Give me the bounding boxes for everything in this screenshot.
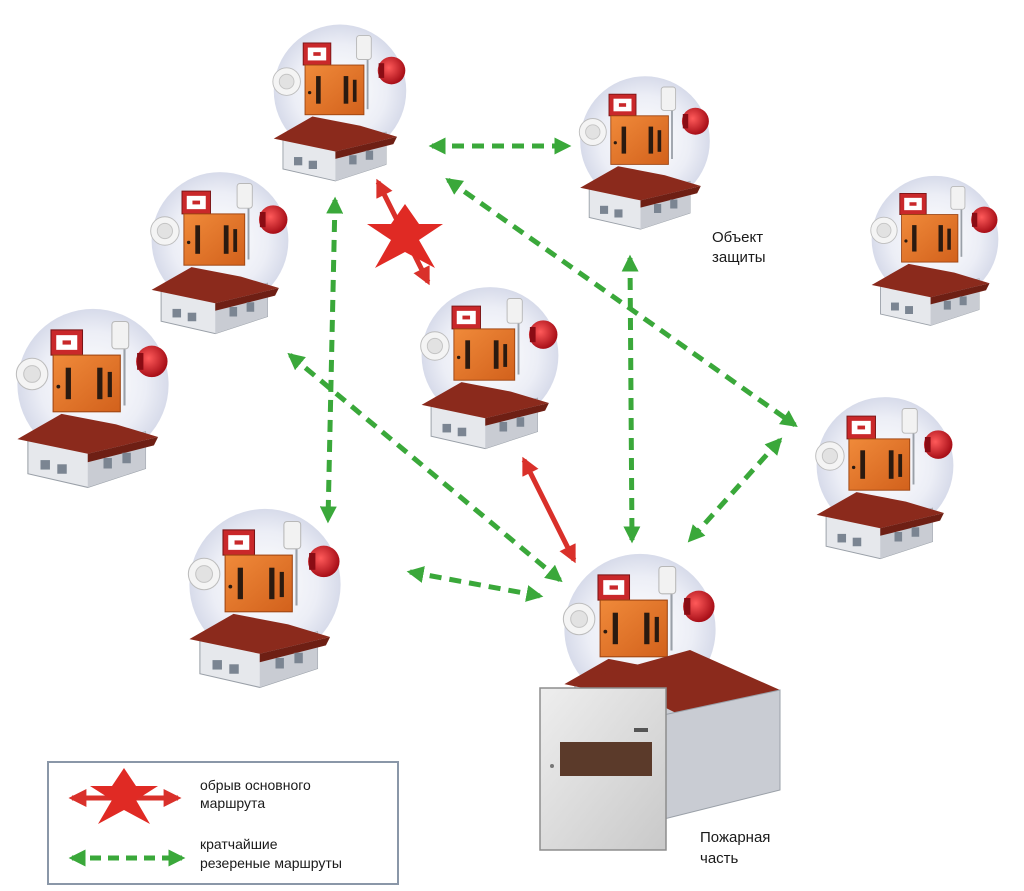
node-far-right [869, 174, 1000, 327]
route-top-center-bottom-left [319, 196, 344, 524]
node-left-middle [15, 307, 170, 489]
label-protected-object: Объект защиты [712, 229, 766, 266]
route-center-fire-station [521, 456, 577, 564]
route-bottom-left-fire-station [406, 566, 544, 602]
svg-text:кратчайшие: кратчайшие [200, 836, 278, 852]
svg-text:Пожарная: Пожарная [700, 829, 770, 846]
svg-text:защиты: защиты [712, 249, 766, 266]
node-fire-station [539, 552, 781, 851]
node-bottom-left [187, 507, 342, 689]
svg-text:резереные маршруты: резереные маршруты [200, 855, 342, 871]
node-top-center [271, 23, 408, 182]
svg-text:обрыв основного: обрыв основного [200, 777, 311, 793]
route-right-lower-fire-station [687, 437, 783, 543]
node-center [419, 286, 560, 450]
fire-station-panel-icon [539, 687, 667, 851]
svg-text:маршрута: маршрута [200, 795, 265, 811]
legend: обрыв основного маршрута кратчайшие резе… [47, 761, 399, 885]
legend-break-item: обрыв основного маршрута [68, 768, 311, 824]
svg-text:Объект: Объект [712, 229, 763, 246]
backup-routes [287, 137, 798, 602]
route-top-center-right-lower [445, 177, 798, 428]
node-left-upper [149, 171, 290, 335]
legend-backup-item: кратчайшие резереные маршруты [68, 836, 342, 871]
label-fire-station: Пожарная часть [700, 829, 770, 867]
break-cross-icon [367, 204, 443, 268]
svg-text:часть: часть [700, 850, 739, 867]
legend-break-cross-icon [90, 768, 158, 824]
route-top-right-fire-station [621, 254, 641, 544]
node-top-right [578, 75, 711, 231]
node-right-lower [814, 396, 955, 560]
